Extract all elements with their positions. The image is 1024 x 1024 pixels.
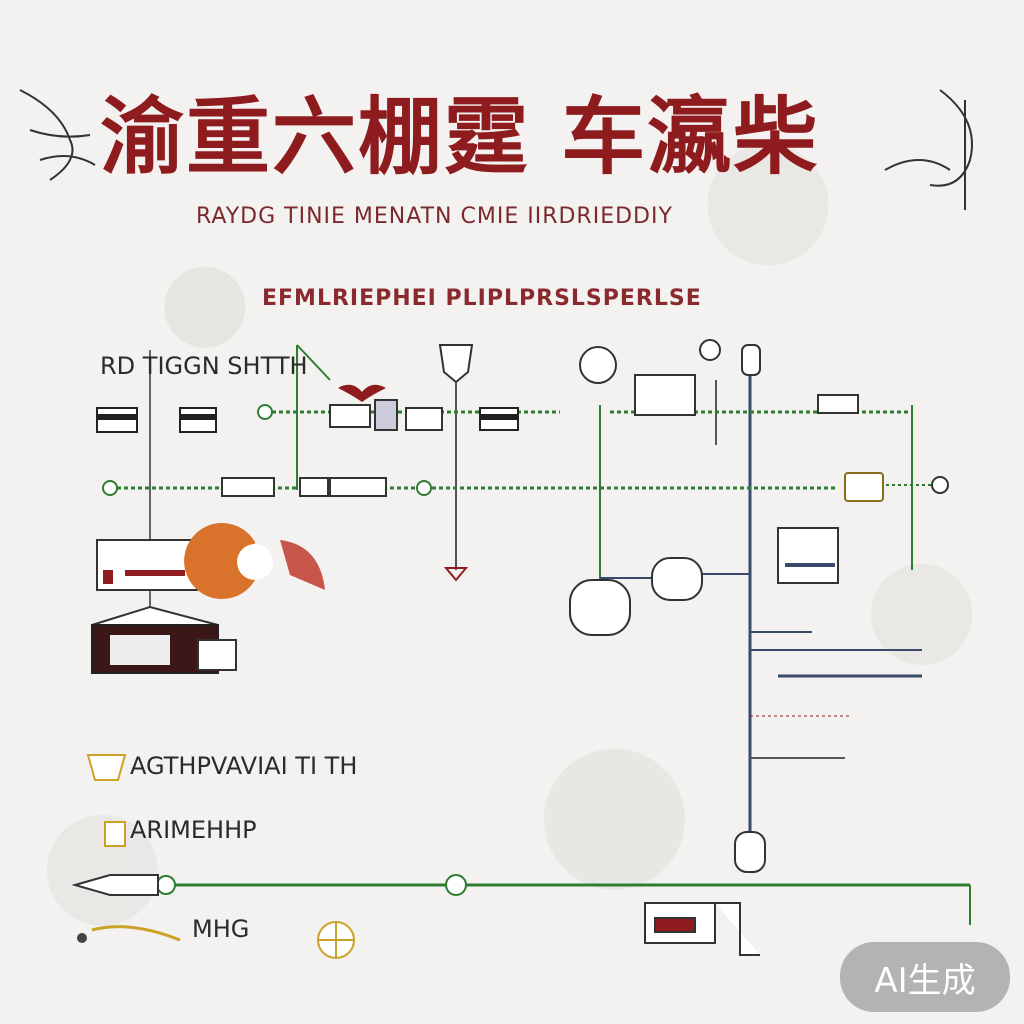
left-ornament-icon xyxy=(19,89,96,181)
screen-panel xyxy=(777,527,839,584)
label-left-top: RD TIGGN SHTTH xyxy=(100,352,308,380)
row2-devices xyxy=(221,472,949,502)
shield-icon xyxy=(438,344,474,384)
page-subtitle: RAYDG TINIE MENATN CMIE IIRDRIEDDIY xyxy=(196,204,673,229)
node-cluster-b xyxy=(651,557,703,601)
wing-icon xyxy=(338,384,386,402)
leaf-icon xyxy=(280,540,325,590)
desk-icon xyxy=(644,902,760,956)
lock-icon xyxy=(741,344,761,376)
badge-small-icon xyxy=(699,339,721,361)
arrow-down-icon xyxy=(443,567,469,582)
node-row1-left xyxy=(257,404,273,420)
device-cluster-icon xyxy=(634,374,696,416)
node-row2-left xyxy=(102,480,118,496)
page-title: 渝重六棚霆 车瀛柴 xyxy=(100,87,820,186)
top-icons xyxy=(438,339,859,416)
left-cards xyxy=(91,523,325,674)
label-left-bottom: MHG xyxy=(192,915,250,943)
node-bottom-mid xyxy=(445,874,467,896)
bottom-node xyxy=(734,831,766,873)
node-cluster-a xyxy=(569,579,631,636)
mid-cluster xyxy=(569,527,839,873)
hline-top-green xyxy=(296,344,331,381)
badge-icon xyxy=(579,346,617,384)
card-top xyxy=(96,539,198,591)
node-row2-mid xyxy=(416,480,432,496)
node-bottom-left xyxy=(156,875,176,895)
label-left-mid: AGTHPVAVIAI TI TH xyxy=(130,752,358,780)
row1-devices xyxy=(96,399,519,433)
node-left-bullet xyxy=(77,933,87,943)
ai-generated-badge: AI生成 xyxy=(840,942,1010,1012)
right-ornament-icon xyxy=(884,89,973,210)
legend-icons xyxy=(71,754,355,959)
label-left-low: ARIMEHHP xyxy=(130,816,257,844)
page-subtitle-secondary: EFMLRIEPHEI PLIPLPRSLSPERLSE xyxy=(262,286,702,311)
panel-right-icon xyxy=(817,394,859,414)
house-roof xyxy=(91,605,219,626)
pie-icon xyxy=(184,523,255,599)
